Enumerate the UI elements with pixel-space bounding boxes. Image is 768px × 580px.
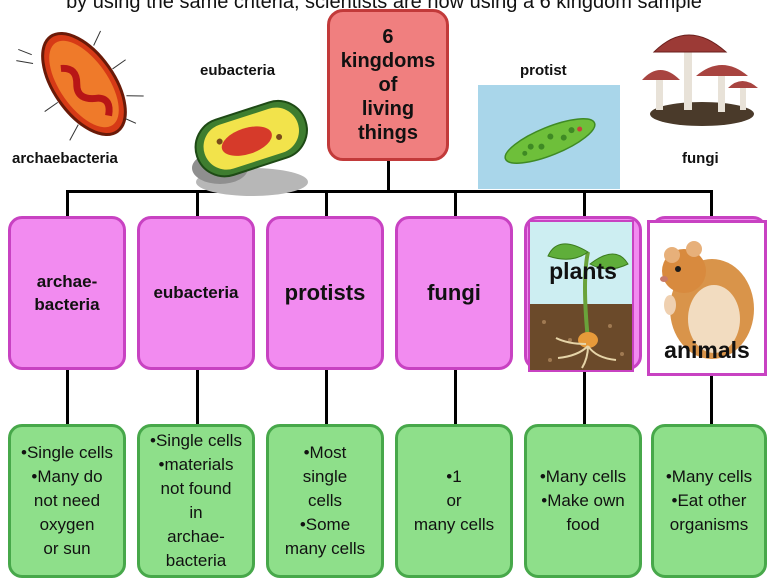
drop-line-3	[325, 190, 328, 218]
plants-photo: plants	[528, 220, 634, 372]
lower-line-1	[66, 368, 69, 426]
kingdom-label-eubacteria: eubacteria	[153, 283, 238, 303]
kingdom-box-archaebacteria: archae- bacteria	[8, 216, 126, 370]
drop-line-6	[710, 190, 713, 218]
drop-line-5	[583, 190, 586, 218]
lower-line-3	[325, 368, 328, 426]
lower-line-5	[583, 368, 586, 426]
facts-fungi: •1 or many cells	[398, 465, 510, 537]
title-connector	[387, 160, 390, 192]
animals-photo: animals	[647, 220, 767, 376]
kingdom-label-plants: plants	[530, 258, 634, 285]
eubacteria-image	[180, 86, 320, 198]
lower-line-6	[710, 368, 713, 426]
lower-line-4	[454, 368, 457, 426]
archaebacteria-image	[12, 18, 152, 146]
kingdom-box-fungi: fungi	[395, 216, 513, 370]
plant-illustration	[530, 222, 634, 372]
protist-image	[478, 85, 620, 189]
facts-plants: •Many cells •Make own food	[527, 465, 639, 537]
lower-line-2	[196, 368, 199, 426]
horizontal-connector	[66, 190, 713, 193]
drop-line-1	[66, 190, 69, 218]
eubacteria-image-label: eubacteria	[200, 62, 275, 79]
facts-box-protists: •Most single cells •Some many cells	[266, 424, 384, 578]
kingdom-label-fungi: fungi	[427, 280, 481, 306]
facts-box-archaebacteria: •Single cells •Many do not need oxygen o…	[8, 424, 126, 578]
facts-eubacteria: •Single cells •materials not found in ar…	[140, 429, 252, 573]
facts-animals: •Many cells •Eat other organisms	[654, 465, 764, 537]
facts-archaebacteria: •Single cells •Many do not need oxygen o…	[11, 441, 123, 561]
facts-box-plants: •Many cells •Make own food	[524, 424, 642, 578]
facts-box-animals: •Many cells •Eat other organisms	[651, 424, 767, 578]
fungi-image-label: fungi	[682, 150, 719, 167]
protist-image-label: protist	[520, 62, 567, 79]
facts-protists: •Most single cells •Some many cells	[269, 441, 381, 561]
diagram-title: 6 kingdoms of living things	[341, 25, 435, 145]
fungi-image	[640, 18, 762, 130]
facts-box-fungi: •1 or many cells	[395, 424, 513, 578]
kingdom-label-archaebacteria: archae- bacteria	[34, 270, 99, 316]
facts-box-eubacteria: •Single cells •materials not found in ar…	[137, 424, 255, 578]
kingdom-label-protists: protists	[285, 280, 366, 306]
kingdom-box-protists: protists	[266, 216, 384, 370]
title-box: 6 kingdoms of living things	[327, 9, 449, 161]
kingdom-box-eubacteria: eubacteria	[137, 216, 255, 370]
archaebacteria-image-label: archaebacteria	[12, 150, 118, 167]
drop-line-4	[454, 190, 457, 218]
kingdom-label-animals: animals	[650, 337, 764, 364]
